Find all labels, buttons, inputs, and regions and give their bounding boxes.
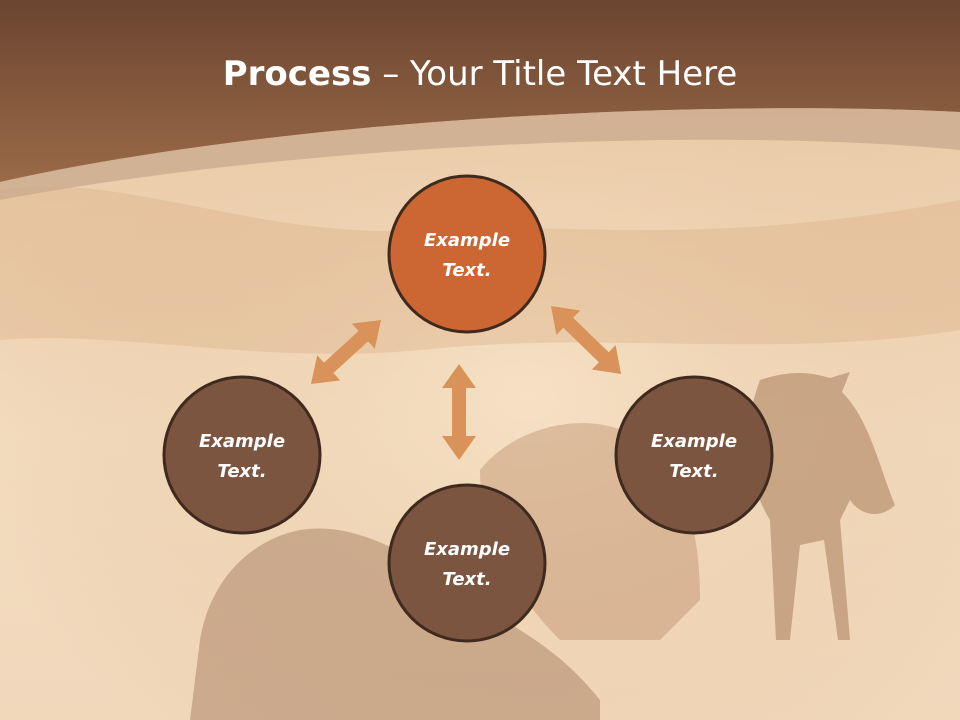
node-circle-top [387, 174, 547, 334]
header-band [0, 0, 960, 182]
slide-title: Process – Your Title Text Here [0, 52, 960, 96]
node-label-line1-right: Example [651, 431, 737, 452]
node-label-line2-bottom: Text. [442, 569, 491, 590]
arrow-top-right [551, 306, 621, 374]
node-circle-bottom [387, 483, 547, 643]
title-rest: – Your Title Text Here [371, 54, 738, 94]
arrow-center [442, 364, 476, 460]
node-circle-left [162, 375, 322, 535]
horse-silhouette-right [748, 372, 895, 640]
header-swoosh [0, 108, 960, 200]
node-label-line2-right: Text. [669, 461, 718, 482]
horse-silhouette-left [190, 528, 600, 720]
title-bold: Process [222, 54, 372, 94]
node-label-line1-bottom: Example [424, 539, 510, 560]
arrow-layer [311, 306, 621, 460]
node-layer: ExampleText.ExampleText.ExampleText.Exam… [162, 174, 774, 643]
node-label-line2-top: Text. [442, 260, 491, 281]
node-label-line1-left: Example [199, 431, 285, 452]
node-label-line2-left: Text. [217, 461, 266, 482]
node-label-line1-top: Example [424, 230, 510, 251]
arrow-top-left [311, 320, 381, 384]
node-circle-right [614, 375, 774, 535]
